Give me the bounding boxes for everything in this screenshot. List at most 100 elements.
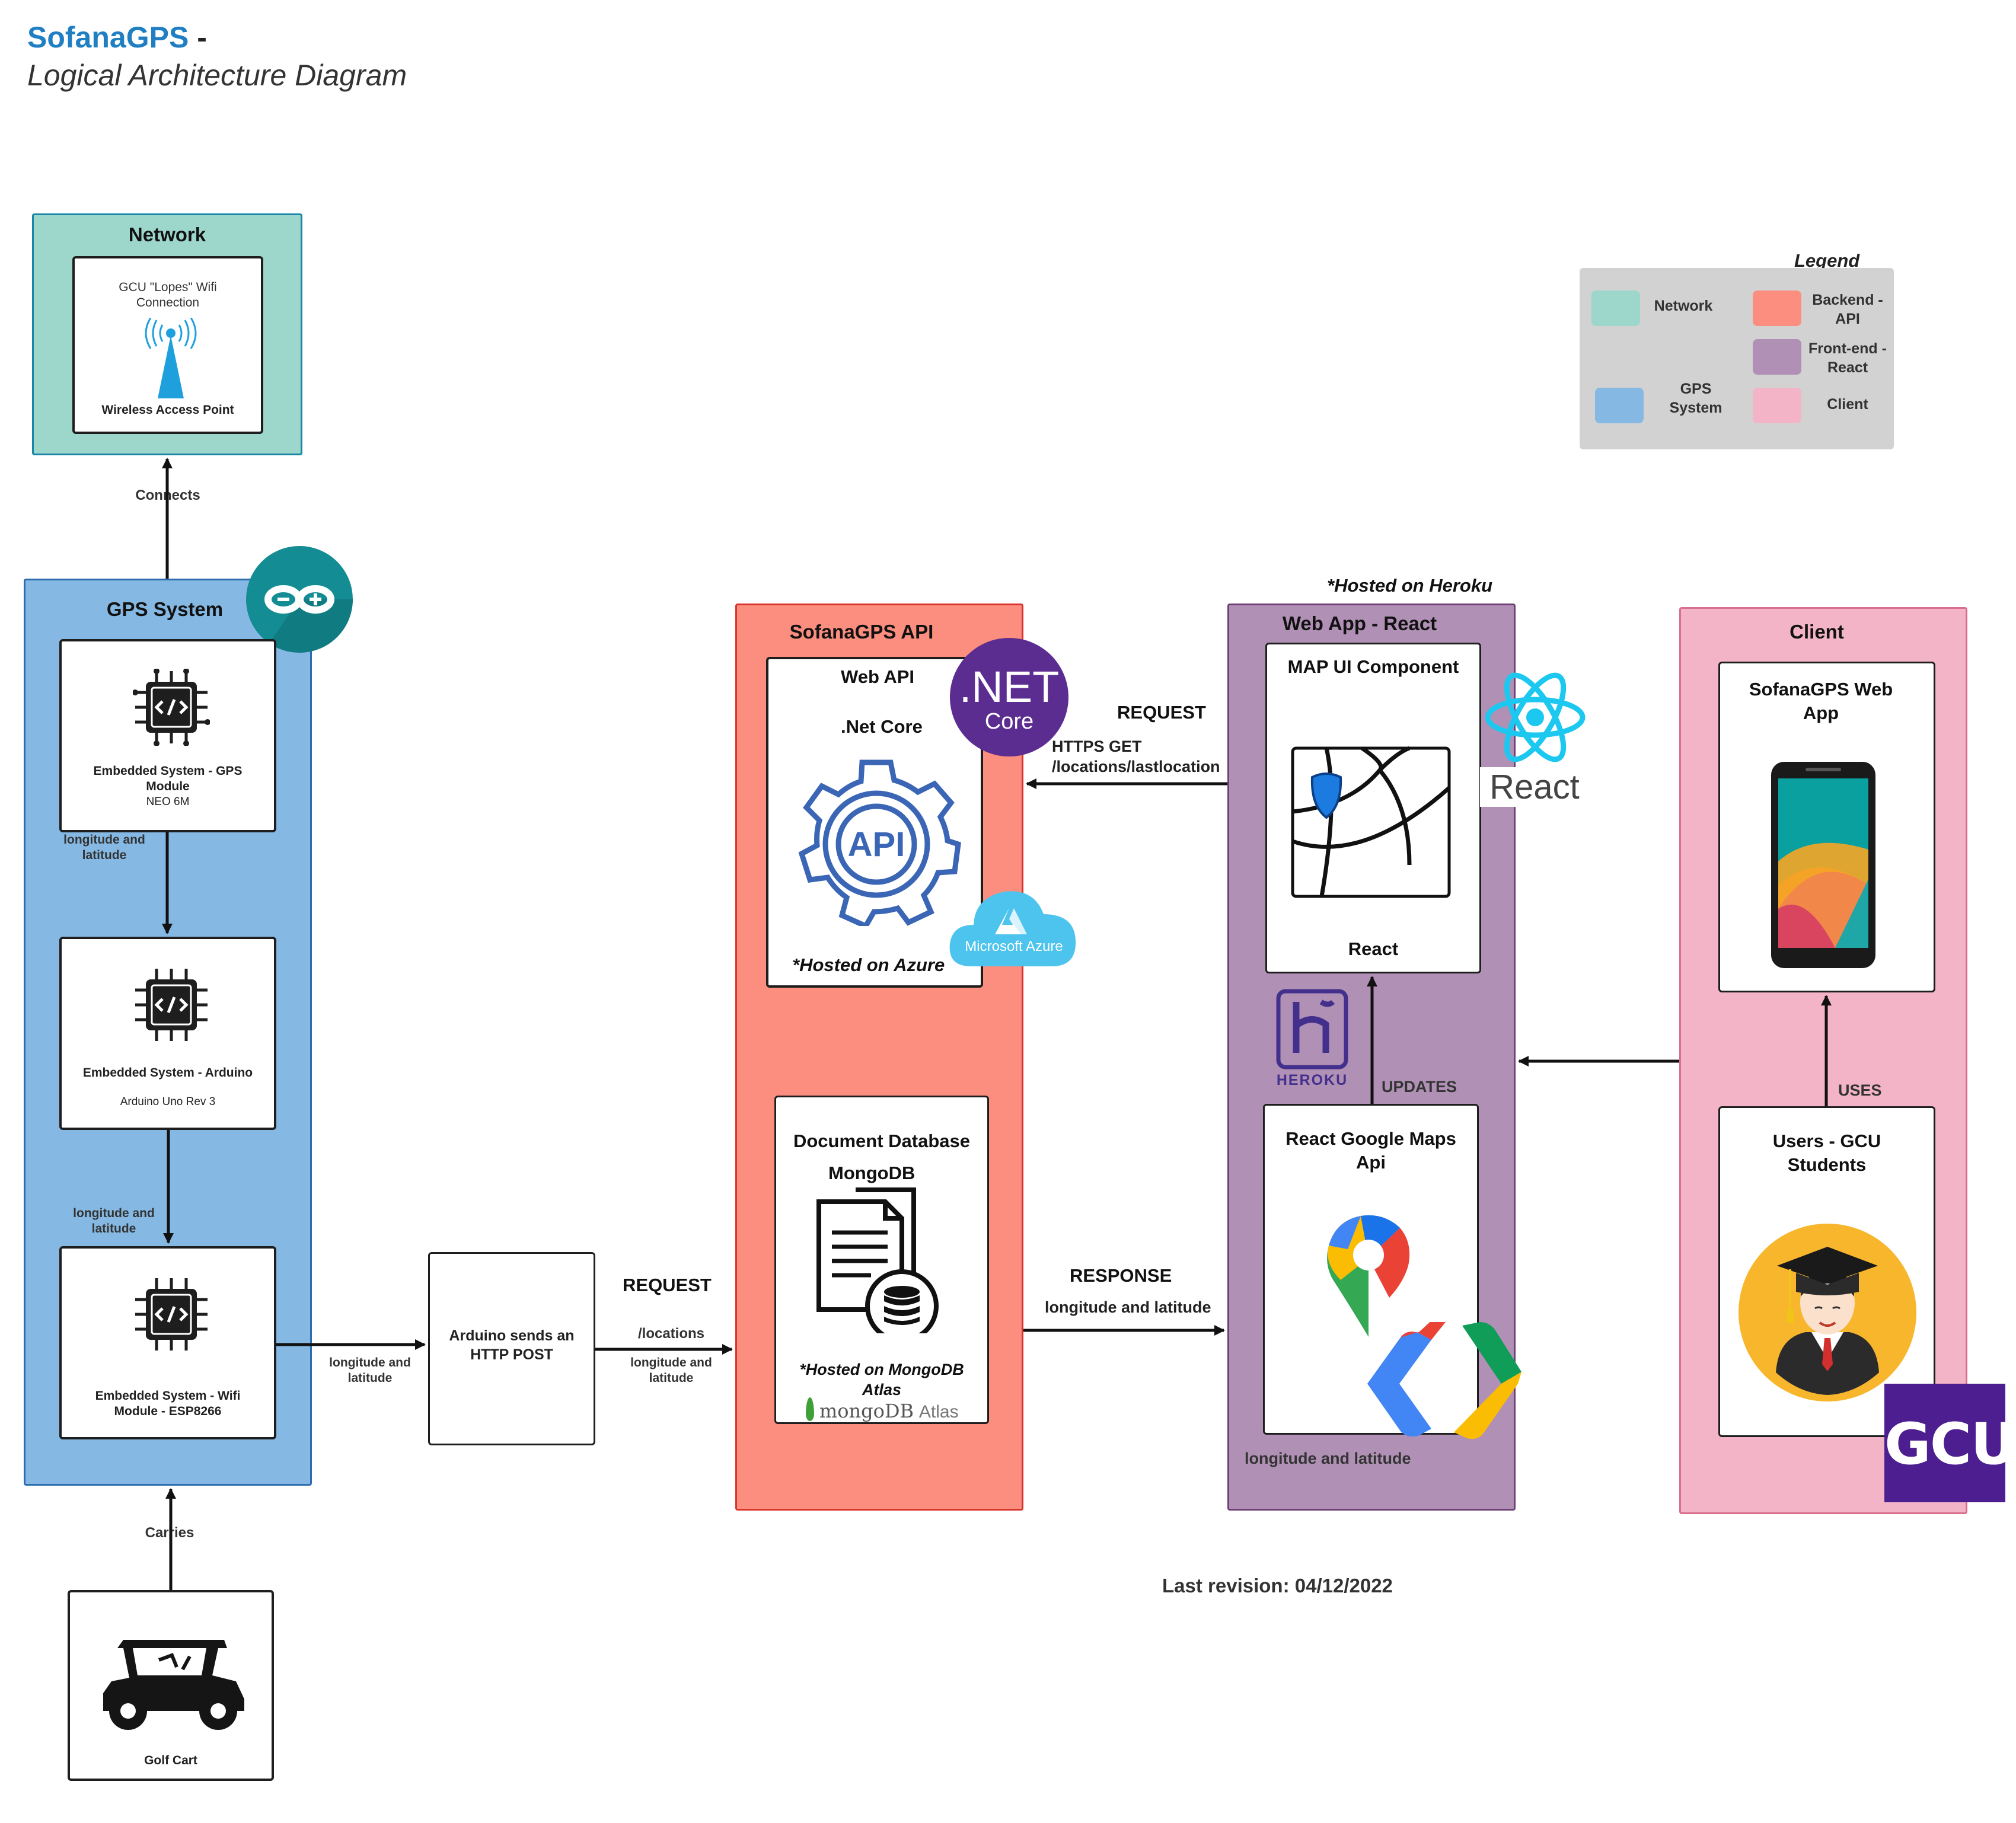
legend-swatch-frontend xyxy=(1753,339,1801,375)
mongodb-atlas-logo: mongoDB Atlas xyxy=(806,1397,959,1422)
web-app-card[interactable]: SofanaGPS Web App xyxy=(1718,662,1935,992)
react-google-maps-card[interactable]: React Google Maps Api longitude and lati… xyxy=(1245,1104,1479,1467)
arduino-card[interactable]: Embedded System - Arduino Arduino Uno Re… xyxy=(59,937,276,1130)
gcu-logo-icon: GCU xyxy=(1884,1384,2016,1502)
mongo-leaf-icon xyxy=(806,1397,814,1421)
legend-label-network: Network xyxy=(1654,298,1713,314)
golf-cart-card[interactable]: Golf Cart xyxy=(68,1590,274,1781)
legend-label-frontend: Front-end - React xyxy=(1808,340,1887,376)
legend-swatch-gps xyxy=(1595,388,1644,423)
users-gcu-students-card[interactable]: Users - GCU Students xyxy=(1718,1106,1935,1437)
map-ui-title: MAP UI Component xyxy=(1287,656,1459,677)
title-main: SofanaGPS xyxy=(27,21,189,54)
legend-panel: Network Backend - API Front-end - React … xyxy=(1580,268,1894,449)
legend-swatch-network xyxy=(1591,290,1640,326)
last-revision: Last revision: 04/12/2022 xyxy=(1162,1575,1393,1597)
gps-card-label-1: Embedded System - GPS Module xyxy=(93,764,243,793)
google-maps-pin-icon xyxy=(1327,1215,1410,1337)
map-ui-sub: React xyxy=(1348,938,1399,959)
web-api-hosted: *Hosted on Azure xyxy=(792,954,945,975)
mongo-logo-text: mongoDB xyxy=(819,1400,914,1422)
network-card-label: Wireless Access Point xyxy=(101,403,234,417)
wireless-access-point-card[interactable]: GCU "Lopes" Wifi Connection Wireless Acc… xyxy=(72,256,263,434)
gcu-logo-text: GCU xyxy=(1884,1411,2016,1477)
gps-card-sub-1: NEO 6M xyxy=(146,796,190,808)
web-api-card[interactable]: Web API .Net Core API *Hosted on Azure xyxy=(766,657,983,988)
legend-label-gps: GPS System xyxy=(1669,381,1722,416)
title-dash: - xyxy=(189,21,207,54)
arduino-logo-icon xyxy=(246,546,353,653)
http-post-box[interactable]: Arduino sends an HTTP POST xyxy=(428,1252,595,1445)
api-icon-text: API xyxy=(848,825,905,864)
azure-cloud-icon: Microsoft Azure xyxy=(949,891,1076,966)
chip-code-icon xyxy=(135,1278,208,1351)
legend-label-backend: Backend - API xyxy=(1812,292,1883,327)
gps-module-card[interactable]: Embedded System - GPS Module NEO 6M xyxy=(59,639,276,832)
response-label: RESPONSE xyxy=(1070,1265,1172,1286)
request-label-1: REQUEST xyxy=(623,1275,712,1295)
network-card-text: GCU "Lopes" Wifi Connection xyxy=(119,280,217,309)
db-title: Document Database xyxy=(793,1131,971,1151)
golf-cart-icon xyxy=(103,1640,244,1730)
graduate-student-icon xyxy=(1739,1224,1916,1401)
https-get-label: HTTPS GET xyxy=(1052,737,1142,755)
client-title: Client xyxy=(1789,621,1844,643)
heroku-hosted-label: *Hosted on Heroku xyxy=(1327,575,1493,596)
net-core-text: Core xyxy=(984,709,1034,734)
network-title: Network xyxy=(128,224,206,245)
heroku-text: HEROKU xyxy=(1276,1072,1348,1088)
google-developers-icon xyxy=(1367,1322,1521,1439)
gps-arrow-label-1: longitude and latitude xyxy=(63,833,145,862)
gps-card-label-2: Embedded System - Arduino xyxy=(82,1066,253,1080)
http-post-text: Arduino sends an HTTP POST xyxy=(449,1327,575,1363)
esp8266-card[interactable]: Embedded System - Wifi Module - ESP8266 xyxy=(59,1246,276,1439)
heroku-logo-icon: HEROKU xyxy=(1274,989,1351,1088)
diagram-subtitle: Logical Architecture Diagram xyxy=(27,59,407,92)
gps-arrow-label-2: longitude and latitude xyxy=(73,1206,155,1235)
db-sub: MongoDB xyxy=(828,1163,916,1183)
chip-code-icon xyxy=(133,669,210,746)
smartphone-icon xyxy=(1771,762,1875,968)
map-ui-component-card[interactable]: MAP UI Component React xyxy=(1265,643,1481,973)
request-label-2: REQUEST xyxy=(1117,702,1206,723)
carries-label: Carries xyxy=(134,1525,205,1541)
api-gear-icon: API xyxy=(798,759,961,926)
client-app-title: SofanaGPS Web App xyxy=(1749,679,1893,723)
dotnet-core-logo-icon: .NET Core xyxy=(950,638,1068,756)
wifi-tower-icon xyxy=(145,318,197,398)
db-hosted: *Hosted on MongoDB Atlas xyxy=(799,1361,964,1399)
locations-label: /locations xyxy=(637,1326,705,1342)
gps-card-label-3: Embedded System - Wifi Module - ESP8266 xyxy=(95,1389,241,1418)
golf-cart-label: Golf Cart xyxy=(144,1754,197,1767)
azure-text: Microsoft Azure xyxy=(965,938,1063,954)
map-icon xyxy=(1291,746,1451,898)
gps-system-title: GPS System xyxy=(106,598,224,620)
api-title: SofanaGPS API xyxy=(789,621,934,643)
updates-label: UPDATES xyxy=(1382,1078,1457,1096)
react-logo-text: React xyxy=(1480,767,1589,807)
mongo-atlas-text: Atlas xyxy=(918,1402,959,1422)
chip-code-icon xyxy=(135,969,208,1041)
users-title: Users - GCU Students xyxy=(1772,1131,1881,1175)
response-sub-label: longitude and latitude xyxy=(1045,1298,1211,1316)
gps-to-post-label: longitude and latitude xyxy=(329,1356,411,1385)
react-logo-icon: React xyxy=(1480,670,1589,812)
webapp-title: Web App - React xyxy=(1282,612,1437,634)
legend-swatch-client xyxy=(1753,388,1801,423)
connects-label: Connects xyxy=(128,487,208,504)
web-api-sub: .Net Core xyxy=(841,716,923,737)
web-api-title: Web API xyxy=(841,666,915,687)
legend-title: Legend xyxy=(1794,250,1860,271)
longlat-bottom-label: longitude and latitude xyxy=(1245,1450,1411,1467)
net-logo-text: .NET xyxy=(959,662,1060,711)
legend-swatch-backend xyxy=(1753,290,1801,326)
lastlocation-label: /locations/lastlocation xyxy=(1052,758,1220,775)
document-database-card[interactable]: Document Database MongoDB *Hosted on Mon… xyxy=(774,1096,989,1424)
legend-label-client: Client xyxy=(1827,396,1868,413)
uses-label: USES xyxy=(1838,1081,1882,1099)
document-database-icon xyxy=(816,1187,939,1333)
gps-card-sub-2: Arduino Uno Rev 3 xyxy=(120,1096,216,1108)
post-to-api-label: longitude and latitude xyxy=(630,1356,712,1385)
gmaps-title: React Google Maps Api xyxy=(1285,1128,1456,1173)
diagram-title: SofanaGPS - xyxy=(27,20,207,55)
